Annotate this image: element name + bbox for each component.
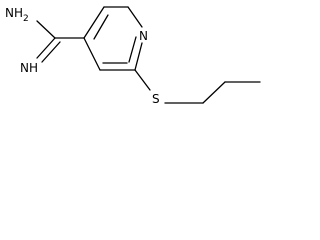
bond-amidine-c-nh-1 bbox=[36, 37, 56, 59]
bond-amidine-c-nh2 bbox=[36, 20, 56, 39]
chemical-structure: NH2 NH N S bbox=[5, 6, 261, 106]
atom-label-ring-nitrogen: N bbox=[139, 29, 148, 43]
ring-bond-n1-c6 bbox=[134, 42, 143, 71]
ring-bond-c2-n1 bbox=[127, 6, 143, 28]
amine-nh-text: NH bbox=[5, 6, 23, 20]
atom-label-amine: NH2 bbox=[5, 6, 29, 24]
ring-inner-bond-left bbox=[93, 14, 109, 40]
amine-subscript-text: 2 bbox=[23, 14, 29, 24]
bond-amidine-c-nh-2 bbox=[41, 41, 61, 63]
ring-inner-bond-right bbox=[128, 36, 137, 63]
ring-bond-c4-c3 bbox=[83, 6, 105, 39]
imine-nh-text: NH bbox=[20, 61, 38, 75]
sulfur-text: S bbox=[152, 92, 160, 106]
atom-label-imine: NH bbox=[20, 61, 38, 75]
atom-label-sulfur: S bbox=[152, 92, 160, 106]
ring-nitrogen-text: N bbox=[139, 29, 148, 43]
ring-bond-c5-c4 bbox=[83, 37, 101, 71]
bond-c6-s bbox=[134, 69, 151, 91]
bond-ch2-ch2 bbox=[202, 81, 226, 104]
